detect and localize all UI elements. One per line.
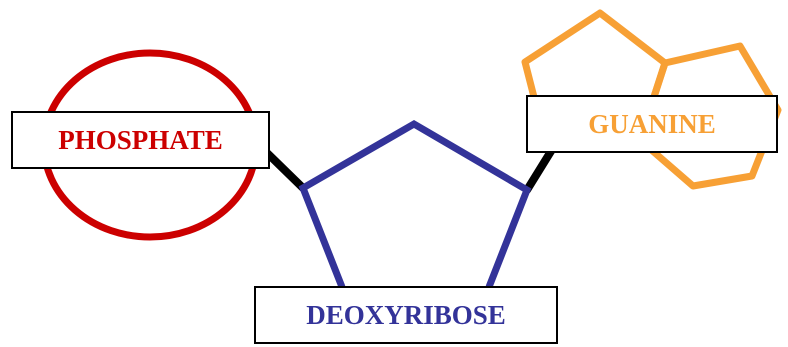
deoxyribose-pentagon-shape (298, 119, 532, 289)
phosphate-label: PHOSPHATE (11, 111, 270, 169)
deoxyribose-label: DEOXYRIBOSE (254, 286, 558, 344)
guanine-label: GUANINE (526, 95, 778, 153)
sugar-base-bond (523, 144, 557, 194)
